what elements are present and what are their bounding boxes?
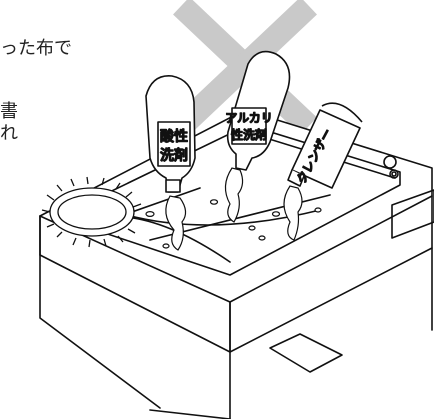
acid-bottle-label-bottom: 洗剤 <box>160 148 188 164</box>
alkaline-bottle-label-bottom: 性洗剤 <box>231 127 267 142</box>
alkaline-bottle-label-top: アルカリ <box>225 111 273 125</box>
acid-bottle-label-top: 酸性 <box>160 129 188 145</box>
